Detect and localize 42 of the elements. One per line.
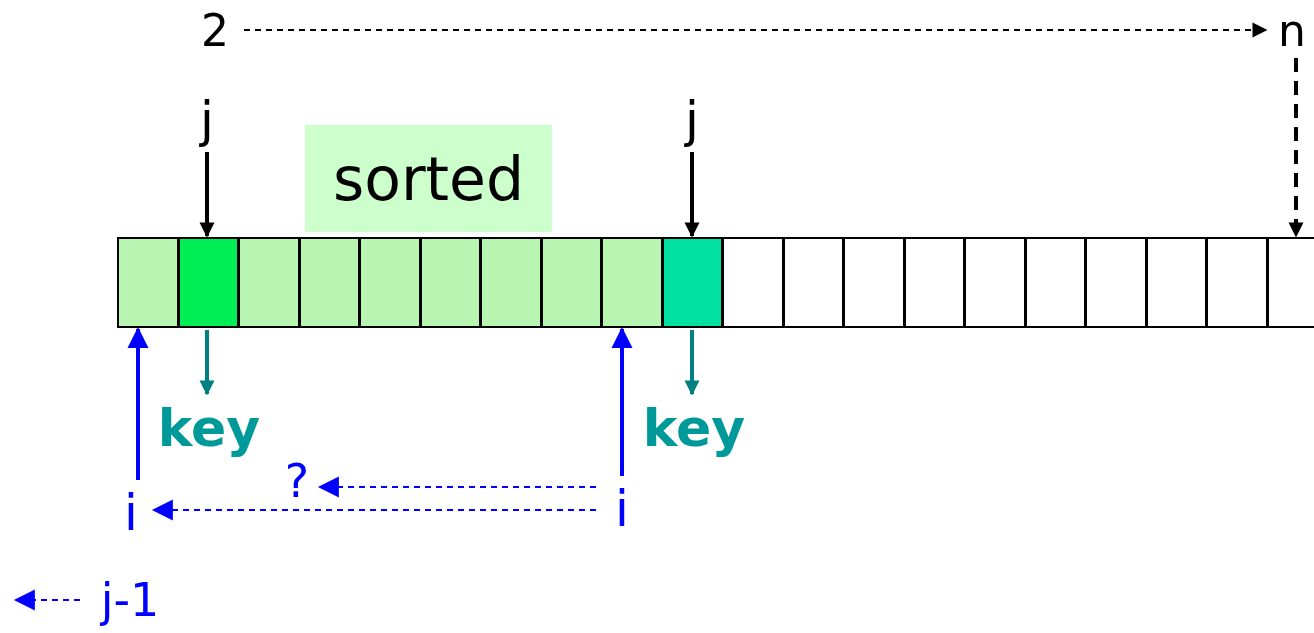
array-cell [782, 237, 844, 328]
arrow [684, 330, 700, 396]
arrow [13, 589, 81, 611]
array-cell [359, 237, 421, 328]
array-cell [1266, 237, 1314, 328]
arrow [243, 22, 1268, 38]
array-cell [1024, 237, 1086, 328]
arrow [199, 330, 215, 396]
array-cell [843, 237, 905, 328]
sorted-label: sorted [305, 125, 552, 232]
arrow [317, 476, 597, 498]
pointer-label: i [600, 478, 644, 540]
array-cell [117, 237, 179, 328]
pointer-label: j [667, 90, 717, 150]
key-label: key [633, 395, 755, 460]
array-cell [1206, 237, 1268, 328]
key-label: key [148, 395, 270, 460]
array-cell [964, 237, 1026, 328]
array-cell [298, 237, 360, 328]
array-cell [1145, 237, 1207, 328]
arrow [151, 499, 597, 521]
arrow [684, 152, 700, 238]
pointer-label: ? [278, 455, 316, 507]
array-cell [1085, 237, 1147, 328]
arrow [611, 326, 633, 476]
arrow [199, 152, 215, 238]
pointer-label: i [112, 482, 150, 544]
array-cell [177, 237, 239, 328]
array-cell [480, 237, 542, 328]
array-cell [601, 237, 663, 328]
array-cell [903, 237, 965, 328]
array-cell [661, 237, 723, 328]
array-cell [238, 237, 300, 328]
pointer-label: j [182, 90, 232, 150]
arrow [127, 326, 149, 480]
pointer-label: j-1 [84, 570, 176, 630]
arrow [1288, 58, 1304, 238]
index-label: 2 [190, 6, 240, 56]
index-label: n [1270, 6, 1314, 56]
array-cell [722, 237, 784, 328]
array-cell [540, 237, 602, 328]
array-cell [419, 237, 481, 328]
